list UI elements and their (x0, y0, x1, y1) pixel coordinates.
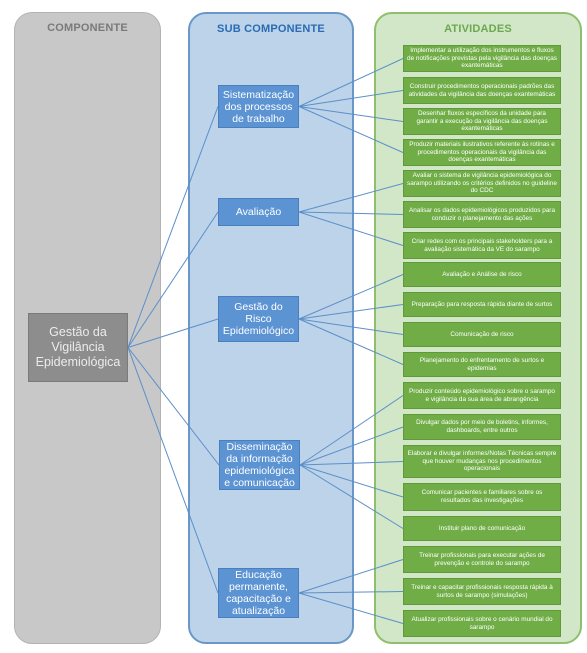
atividade-connector (298, 318, 404, 335)
atividade-connector (299, 395, 404, 466)
atividade-box: Avaliar o sistema de vigilância epidemio… (403, 170, 561, 197)
atividades-header: ATIVIDADES (444, 23, 512, 35)
sub-componente-box: Educação permanente, capacitação e atual… (218, 568, 299, 618)
atividade-connector (298, 211, 404, 246)
atividade-connector (298, 559, 404, 594)
atividade-box: Analisar os dados epidemiológicos produz… (403, 201, 561, 228)
sub-componente-header: SUB COMPONENTE (217, 23, 325, 35)
atividade-box: Preparação para resposta rápida diante d… (403, 292, 561, 317)
atividade-box: Desenhar fluxos específicos da unidade p… (403, 108, 561, 135)
atividade-connector (298, 106, 404, 122)
atividade-connector (298, 591, 404, 594)
sub-componente-box: Sistematização dos processos de trabalho (218, 85, 299, 128)
atividade-box: Comunicar pacientes e familiares sobre o… (403, 483, 561, 511)
atividade-connector (299, 464, 404, 498)
atividade-connector (298, 211, 404, 215)
atividade-connector (298, 90, 404, 107)
atividade-box: Criar redes com os principais stakeholde… (403, 232, 561, 259)
componente-connector (127, 347, 220, 466)
atividade-box: Elaborar e divulgar informes/Notas Técni… (403, 445, 561, 478)
atividade-box: Divulgar dados por meio de boletins, inf… (403, 414, 561, 440)
componente-connector (127, 106, 219, 348)
sub-componente-box: Gestão do Risco Epidemiológico (218, 296, 299, 342)
atividade-connector (298, 183, 404, 213)
atividade-box: Treinar e capacitar profissionais respos… (403, 578, 561, 605)
atividade-box: Construir procedimentos operacionais pad… (403, 77, 561, 104)
atividade-box: Comunicação de risco (403, 322, 561, 347)
sub-componente-box: Avaliação (218, 198, 299, 226)
atividade-box: Atualizar profissionais sobre o cenário … (403, 610, 561, 637)
componente-connector (127, 318, 219, 348)
componente-connector (127, 211, 219, 348)
atividade-connector (299, 464, 404, 529)
atividade-connector (298, 106, 404, 153)
atividade-box: Avaliação e Análise de risco (403, 262, 561, 287)
atividade-box: Produzir materiais ilustrativos referent… (403, 139, 561, 166)
atividade-connector (299, 461, 404, 466)
atividade-connector (298, 318, 404, 365)
sub-componente-box: Disseminação da informação epidemiológic… (219, 440, 300, 490)
atividade-connector (298, 58, 404, 107)
atividade-box: Produzir conteúdo epidemiológico sobre o… (403, 382, 561, 409)
componente-header: COMPONENTE (47, 22, 128, 34)
atividade-box: Treinar profissionais para executar açõe… (403, 546, 561, 573)
atividade-box: Instituir plano de comunicação (403, 516, 561, 541)
atividade-box: Planejamento do enfrentamento de surtos … (403, 352, 561, 377)
atividade-box: Implementar a utilização dos instrumento… (403, 45, 561, 72)
atividade-connector (298, 274, 404, 320)
atividade-connector (298, 304, 404, 320)
componente-connector (127, 347, 219, 594)
atividade-connector (299, 426, 404, 466)
atividade-connector (298, 592, 404, 624)
componente-box: Gestão da Vigilância Epidemiológica (28, 313, 128, 382)
